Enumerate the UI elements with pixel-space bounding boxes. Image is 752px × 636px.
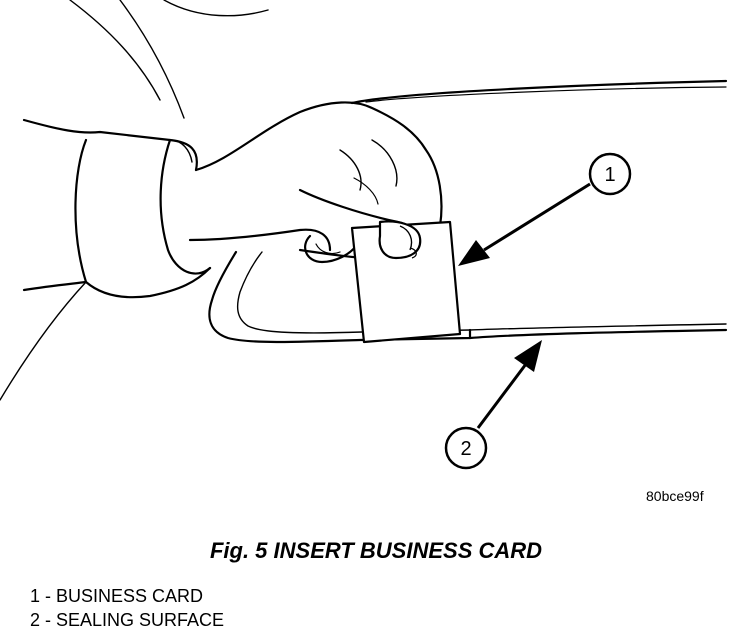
callout-2-number: 2 [460,438,471,460]
business-card-illustration: 1 2 [0,0,728,470]
figure-legend: 1 - BUSINESS CARD 2 - SEALING SURFACE [30,584,224,632]
legend-item-sealing-surface: 2 - SEALING SURFACE [30,610,225,630]
sealing-surface-edge [208,250,728,344]
cuff-outline [74,138,88,284]
figure-caption: Fig. 5 INSERT BUSINESS CARD [209,538,543,563]
sleeve-outline [22,118,198,172]
window-frame-outline [350,79,728,105]
legend-item-business-card: 1 - BUSINESS CARD [30,586,204,606]
figure-reference-code: 80bce99f [646,488,704,504]
callout-2: 2 [444,426,488,470]
business-card [350,220,462,344]
callout-1: 1 [588,152,632,196]
callout-1-arrow [458,182,591,266]
hand-outline [194,101,443,228]
callout-1-number: 1 [604,164,615,186]
callout-2-arrow [476,340,542,429]
